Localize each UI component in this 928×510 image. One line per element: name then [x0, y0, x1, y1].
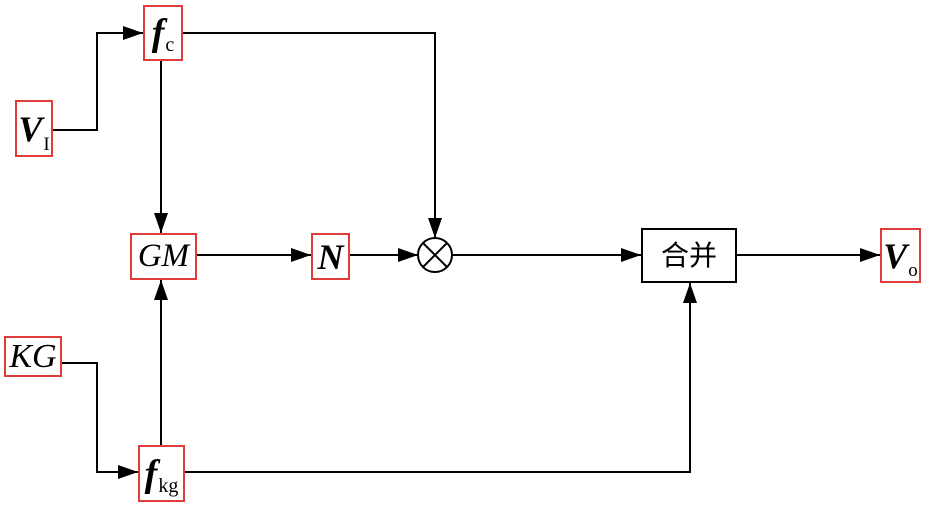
gm-label-wrap: GM [138, 240, 189, 273]
gm-label: GM [137, 238, 190, 274]
merge-label-wrap: 合并 [660, 238, 717, 272]
multiplier-cross [422, 242, 448, 268]
edge-fc-to-multiplier [183, 32, 442, 238]
n-label-wrap: N [318, 239, 344, 275]
fkg-symbol: f [144, 452, 158, 495]
n-label: N [317, 236, 344, 277]
vi-label: VI [18, 108, 49, 154]
edge-vi-to-fc [53, 26, 143, 131]
vo-subscript: o [908, 259, 918, 281]
fc-subscript: c [165, 34, 175, 56]
edge-fkg-to-merge [185, 283, 697, 473]
kg-label-wrap: KG [9, 337, 57, 375]
vo-symbol: V [883, 235, 908, 276]
n-block: N [311, 233, 350, 280]
vi-symbol: V [18, 108, 43, 149]
vo-label: Vo [883, 235, 918, 280]
merge-block: 合并 [641, 228, 737, 283]
vi-block: VI [15, 100, 53, 157]
merge-label: 合并 [660, 238, 717, 272]
kg-block: KG [4, 336, 62, 377]
kg-label: KG [9, 337, 57, 375]
fkg-subscript: kg [158, 474, 179, 497]
fc-symbol: f [151, 12, 165, 54]
edge-kg-to-fkg [62, 362, 138, 479]
vo-block: Vo [880, 228, 921, 283]
vi-subscript: I [43, 133, 50, 155]
fc-block: fc [143, 5, 183, 61]
fkg-label: fkg [144, 452, 179, 496]
gm-block: GM [130, 233, 197, 280]
multiply-circle-icon [417, 237, 453, 273]
fkg-block: fkg [138, 445, 185, 502]
fc-label: fc [151, 12, 175, 55]
